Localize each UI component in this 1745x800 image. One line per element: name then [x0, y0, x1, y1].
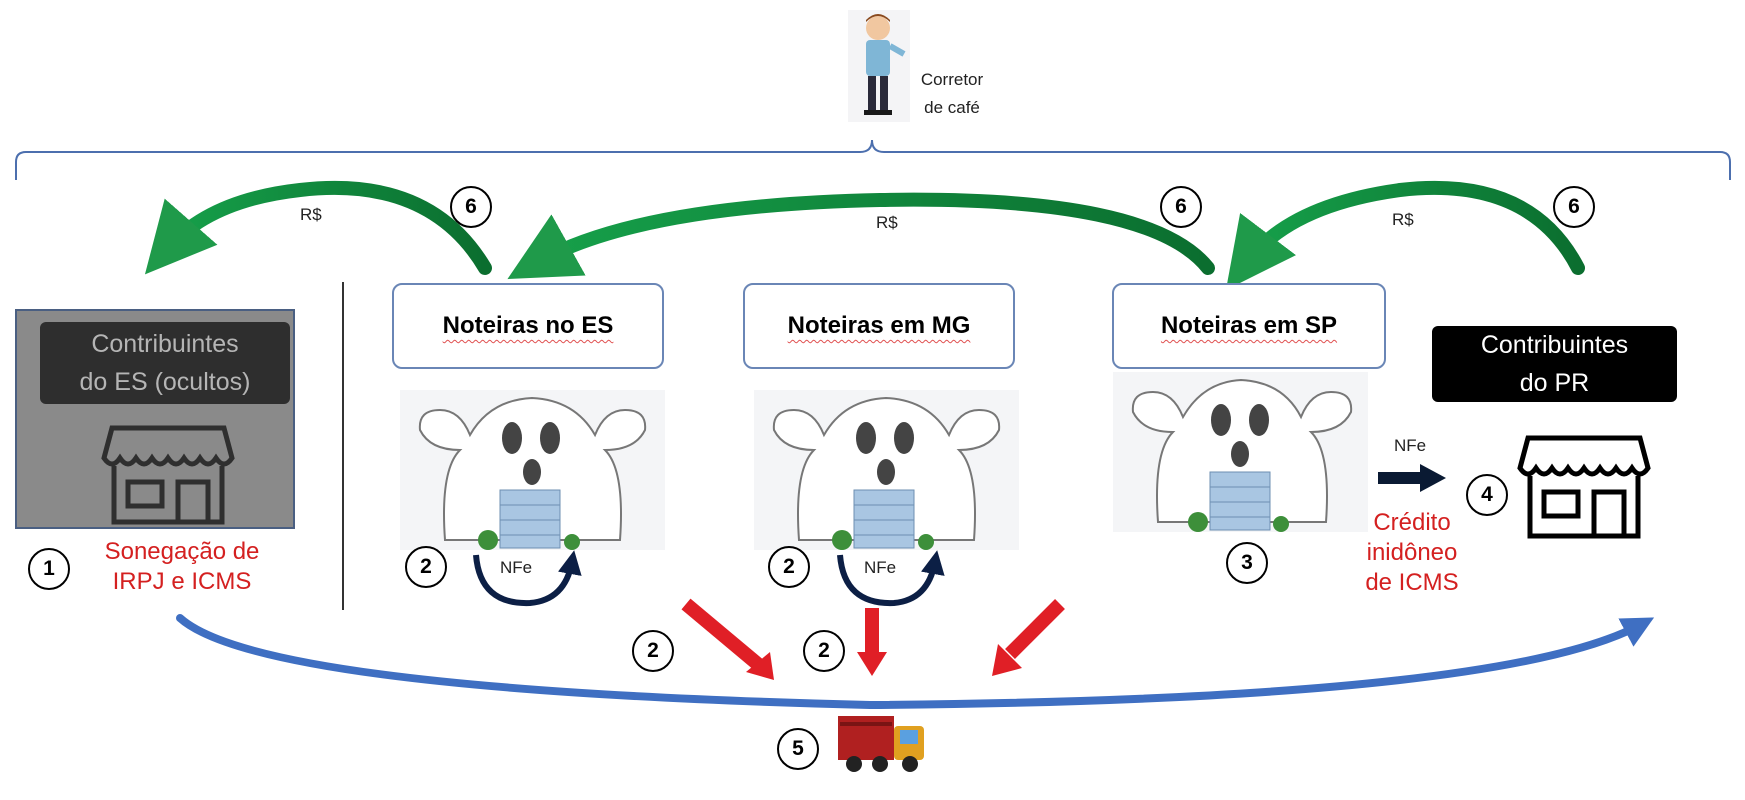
red-arrow-sp [1005, 599, 1065, 659]
nfe-label-pr: NFe [1394, 436, 1427, 455]
truck-icon [838, 716, 924, 772]
evasion-note-line1: Sonegação de [104, 538, 260, 565]
step-2-arrow-mid: 2 [803, 630, 845, 672]
contributors-pr-line2: do PR [1519, 369, 1590, 397]
goods-arc [176, 614, 1655, 710]
step-6-pr: 6 [1553, 186, 1595, 228]
contributors-es-line1: Contribuintes [91, 330, 239, 358]
contributors-es-label: Contribuintes do ES (ocultos) [40, 325, 290, 401]
shop-icon-pr [1517, 435, 1651, 539]
money-label-es: R$ [300, 205, 322, 224]
shop-icon-es [101, 425, 235, 525]
red-arrow-sp-head [992, 644, 1022, 676]
step-1: 1 [28, 548, 70, 590]
broker-figure [848, 10, 910, 122]
broker-label-line2: de café [924, 98, 980, 117]
red-arrow-mg-head [857, 652, 887, 676]
ghost-sp [1113, 372, 1368, 532]
step-2-es: 2 [405, 546, 447, 588]
credit-note: Crédito inidôneo de ICMS [1352, 508, 1472, 598]
evasion-note: Sonegação de IRPJ e ICMS [82, 537, 282, 597]
broker-label: Corretor de café [915, 66, 989, 122]
ghost-mg [754, 390, 1019, 550]
contributors-es-line2: do ES (ocultos) [79, 368, 251, 396]
nfe-cycle-es [473, 550, 582, 607]
broker-label-line1: Corretor [920, 70, 984, 89]
money-arrow-sp-to-es [507, 192, 1215, 280]
box-noteiras-mg: Noteiras em MG [743, 283, 1015, 369]
nfe-cycle-mg [837, 550, 945, 607]
red-arrow-es [681, 598, 765, 672]
step-6-es: 6 [450, 186, 492, 228]
money-arrow-es [144, 180, 492, 275]
box-noteiras-es-label: Noteiras no ES [442, 312, 614, 339]
money-label-pr: R$ [1392, 210, 1414, 229]
money-label-middle: R$ [876, 213, 898, 232]
credit-note-line3: de ICMS [1365, 569, 1459, 596]
step-2-arrow-left: 2 [632, 630, 674, 672]
step-5: 5 [777, 728, 819, 770]
broker-brace [15, 139, 1731, 180]
box-noteiras-sp: Noteiras em SP [1112, 283, 1386, 369]
ghost-es [400, 390, 665, 550]
contributors-es-label-bg [40, 322, 290, 404]
nfe-label-es: NFe [500, 558, 533, 577]
step-2-mg: 2 [768, 546, 810, 588]
credit-note-line2: inidôneo [1366, 539, 1458, 566]
nfe-arrow-head [1420, 464, 1446, 492]
evasion-note-line2: IRPJ e ICMS [112, 568, 252, 595]
box-noteiras-mg-label: Noteiras em MG [787, 312, 971, 339]
step-6-sp: 6 [1160, 186, 1202, 228]
box-noteiras-es: Noteiras no ES [392, 283, 664, 369]
contributors-pr-line1: Contribuintes [1480, 331, 1629, 359]
red-arrow-es-head [746, 652, 774, 680]
nfe-label-mg: NFe [864, 558, 897, 577]
contributors-pr-label-bg [1432, 326, 1677, 402]
contributors-pr-label: Contribuintes do PR [1432, 326, 1677, 402]
step-3: 3 [1226, 542, 1268, 584]
box-noteiras-sp-label: Noteiras em SP [1160, 312, 1338, 339]
step-4: 4 [1466, 474, 1508, 516]
credit-note-line1: Crédito [1373, 509, 1451, 536]
money-arrow-pr [1225, 180, 1585, 290]
